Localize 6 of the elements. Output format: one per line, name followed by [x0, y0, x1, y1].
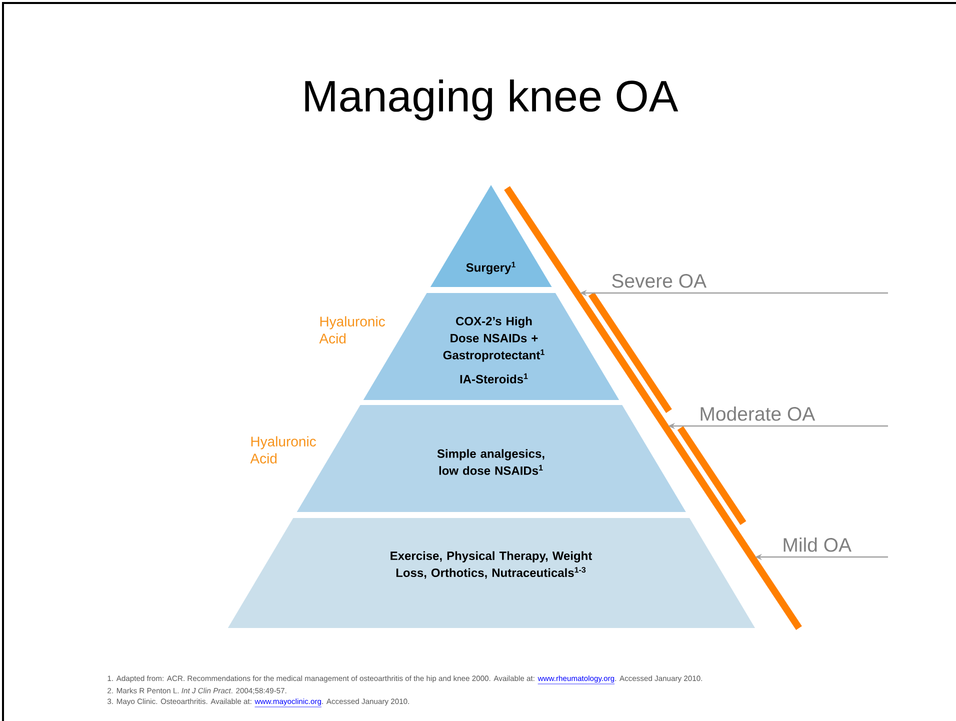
severity-label: Moderate OA: [700, 406, 816, 421]
slide-title: Managing knee OA: [305, 80, 678, 120]
severity-label: Severe OA: [612, 274, 707, 288]
pyramid-tier: Exercise, Physical Therapy, Weight Loss, Orthotics, Nutraceuticals$^{1-3}$: [228, 518, 755, 628]
pyramid-tier: Surgery$^{1}$: [430, 185, 552, 287]
severity-label: Mild OA: [784, 537, 852, 552]
